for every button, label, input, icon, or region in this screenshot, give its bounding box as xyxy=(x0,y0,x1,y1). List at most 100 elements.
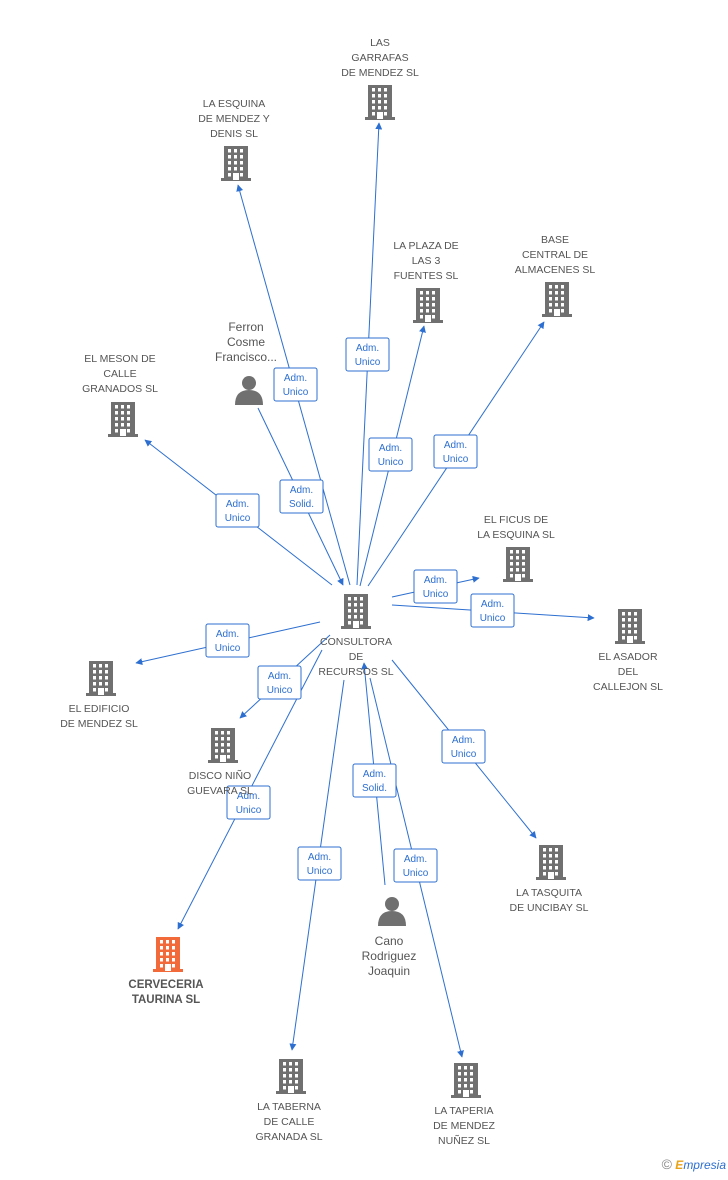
node-label: Francisco... xyxy=(215,350,277,364)
role-tag-text: Unico xyxy=(307,866,333,877)
node-label: EL MESON DE xyxy=(84,353,155,365)
role-tag-base-consultora[interactable]: Adm.Unico xyxy=(433,434,478,469)
node-label: GRANADOS SL xyxy=(82,383,158,395)
node-label: DE MENDEZ Y xyxy=(198,113,270,125)
node-label: NUÑEZ SL xyxy=(438,1134,490,1147)
role-tag-text: Unico xyxy=(283,387,309,398)
role-tag-text: Adm. xyxy=(290,485,313,496)
node-label: Ferron xyxy=(228,320,263,334)
node-label: LA TABERNA xyxy=(257,1101,321,1113)
role-tag-consultora-cano[interactable]: Adm.Solid. xyxy=(352,763,397,798)
role-tag-plaza-consultora[interactable]: Adm.Unico xyxy=(368,437,413,472)
node-label: GRANADA SL xyxy=(255,1131,322,1143)
node-label: GUEVARA SL xyxy=(187,785,253,797)
company-node-taberna[interactable]: LA TABERNA DE CALLE GRANADA SL xyxy=(255,1059,323,1143)
node-label: CALLEJON SL xyxy=(593,681,663,693)
role-tag-text: Adm. xyxy=(424,575,447,586)
role-tag-asador-consultora[interactable]: Adm.Unico xyxy=(470,593,515,628)
node-label: Cosme xyxy=(227,335,265,349)
role-tag-tasquita-consultora[interactable]: Adm.Unico xyxy=(441,729,486,764)
building-icon xyxy=(451,1063,481,1098)
role-tag-text: Unico xyxy=(403,868,429,879)
copyright-brand: © Empresia xyxy=(662,1156,726,1172)
node-label: CENTRAL DE xyxy=(522,249,588,261)
role-tag-taberna-consultora[interactable]: Adm. Unico xyxy=(297,846,342,881)
role-tag-ficus-consultora[interactable]: Adm. Unico xyxy=(413,569,458,604)
role-tag-edificio-consultora[interactable]: Adm.Unico xyxy=(205,623,250,658)
node-label: DE UNCIBAY SL xyxy=(510,902,589,914)
building-icon xyxy=(503,547,533,582)
node-label: DISCO NIÑO xyxy=(189,769,251,782)
role-tag-text: Unico xyxy=(215,643,241,654)
role-tag-text: Unico xyxy=(451,749,477,760)
building-icon xyxy=(276,1059,306,1094)
node-label: DE MENDEZ SL xyxy=(341,67,419,79)
company-node-disco[interactable]: DISCO NIÑO GUEVARA SL xyxy=(187,728,253,797)
brand-name: Empresia xyxy=(675,1158,726,1172)
node-label: LAS xyxy=(370,37,390,49)
node-label: Joaquin xyxy=(368,964,410,978)
company-node-taperia[interactable]: LA TAPERIA DE MENDEZ NUÑEZ SL xyxy=(433,1063,496,1147)
person-icon xyxy=(378,897,406,926)
node-label: DE xyxy=(349,651,364,663)
building-icon xyxy=(365,85,395,120)
role-tag-consultora-ferron[interactable]: Adm. Solid. xyxy=(279,479,324,514)
building-icon xyxy=(341,594,371,629)
role-tag-cerveceria-consultora[interactable]: Adm. Unico xyxy=(226,785,271,820)
role-tag-text: Adm. xyxy=(237,791,260,802)
copyright-icon: © xyxy=(661,1156,672,1172)
building-icon xyxy=(221,146,251,181)
role-tag-text: Adm. xyxy=(404,854,427,865)
node-label: DE CALLE xyxy=(264,1116,315,1128)
role-tag-text: Unico xyxy=(267,685,293,696)
node-label: TAURINA SL xyxy=(132,994,200,1006)
building-icon xyxy=(413,288,443,323)
node-label: EL ASADOR xyxy=(598,651,658,663)
node-label: EL FICUS DE xyxy=(484,514,548,526)
role-tag-text: Unico xyxy=(236,805,262,816)
role-tag-text: Solid. xyxy=(362,783,387,794)
node-label: EL EDIFICIO xyxy=(69,703,130,715)
role-tag-text: Adm. xyxy=(356,343,379,354)
company-node-garrafas[interactable]: LAS GARRAFAS DE MENDEZ SL xyxy=(341,37,419,120)
role-tag-text: Adm. xyxy=(379,443,402,454)
node-label: GARRAFAS xyxy=(351,52,408,64)
node-label: CONSULTORA xyxy=(320,636,392,648)
node-label: CERVECERIA xyxy=(128,979,203,991)
role-tag-text: Adm. xyxy=(308,852,331,863)
node-label: RECURSOS SL xyxy=(318,666,393,678)
building-icon xyxy=(542,282,572,317)
company-node-cerveceria[interactable]: CERVECERIA TAURINA SL xyxy=(128,937,204,1006)
node-label: LAS 3 xyxy=(412,255,441,267)
role-tag-disco-consultora[interactable]: Adm.Unico xyxy=(257,665,302,700)
role-tag-esquina_denis-consultora[interactable]: Adm. Unico xyxy=(273,367,318,402)
role-tag-text: Solid. xyxy=(289,499,314,510)
role-tag-garrafas-consultora[interactable]: Adm.Unico xyxy=(345,337,390,372)
person-icon xyxy=(235,376,263,405)
node-label: DEL xyxy=(618,666,639,678)
person-node-ferron[interactable]: FerronCosmeFrancisco... xyxy=(215,320,277,405)
node-label: LA PLAZA DE xyxy=(393,240,458,252)
company-node-consultora[interactable]: CONSULTORA DE RECURSOS SL xyxy=(318,594,394,678)
role-tag-meson-consultora[interactable]: Adm.Unico xyxy=(215,493,260,528)
role-tag-taperia-consultora[interactable]: Adm. Unico xyxy=(393,848,438,883)
company-node-asador[interactable]: EL ASADOR DEL CALLEJON SL xyxy=(593,609,663,693)
building-icon xyxy=(615,609,645,644)
node-label: BASE xyxy=(541,234,569,246)
role-tag-text: Unico xyxy=(423,589,449,600)
company-node-edificio[interactable]: EL EDIFICIO DE MENDEZ SL xyxy=(60,661,138,730)
node-label: LA ESQUINA xyxy=(203,98,265,110)
role-tag-text: Unico xyxy=(480,613,506,624)
node-label: DE MENDEZ xyxy=(433,1120,495,1132)
node-label: DE MENDEZ SL xyxy=(60,718,138,730)
node-label: LA TAPERIA xyxy=(434,1105,493,1117)
role-tag-text: Adm. xyxy=(284,373,307,384)
